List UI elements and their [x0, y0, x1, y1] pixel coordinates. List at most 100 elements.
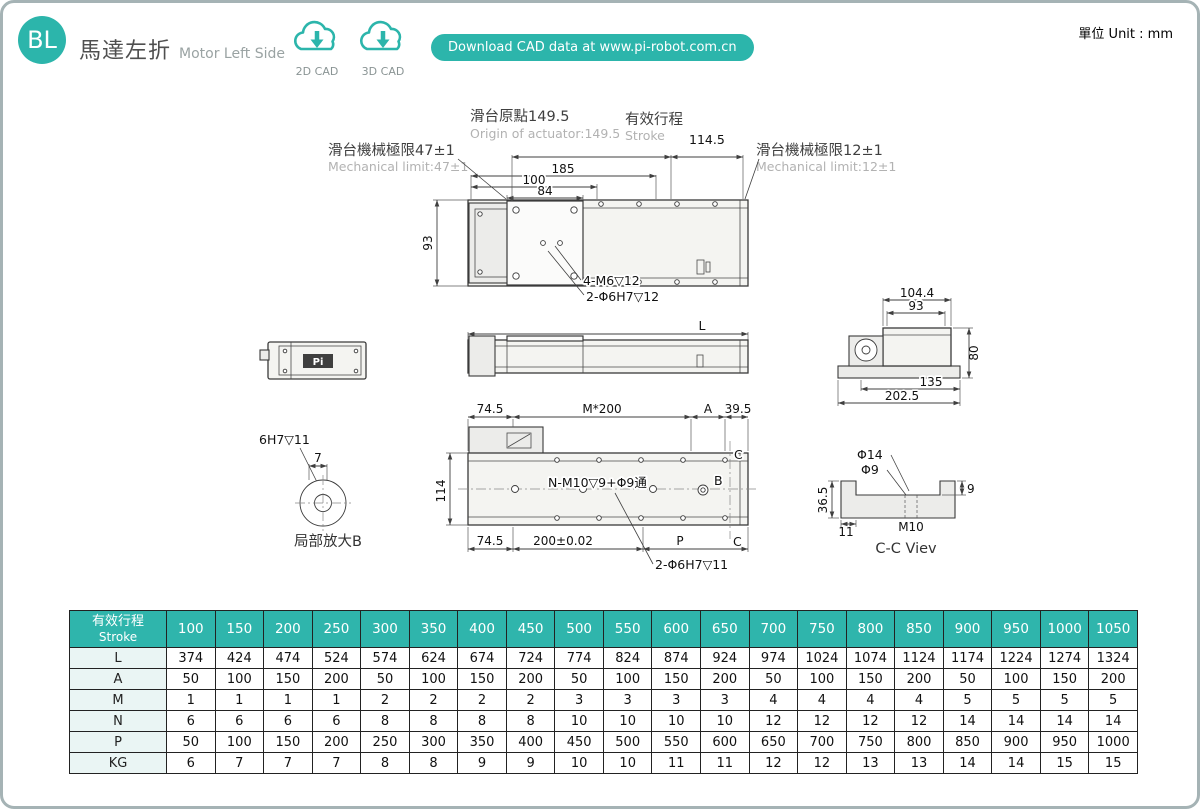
dim-L: L [699, 318, 706, 333]
spec-cell: 8 [457, 710, 507, 732]
stroke-label-zh: 有效行程 [625, 111, 683, 128]
spec-cell: 1 [166, 689, 216, 711]
row-label-P: P [69, 731, 167, 753]
dim-200-tol: 200±0.02 [533, 534, 593, 548]
spec-cell: 50 [748, 668, 799, 690]
spec-cell: 2 [505, 689, 556, 711]
origin-label-zh: 滑台原點149.5 [470, 108, 570, 125]
spec-cell: 9 [457, 752, 507, 774]
spec-cell: 8 [408, 710, 459, 732]
limit-right-en: Mechanical limit:12±1 [756, 159, 896, 174]
spec-cell: 14 [942, 710, 993, 732]
spec-cell: 50 [942, 668, 993, 690]
spec-cell: 13 [894, 752, 944, 774]
section-c-bottom: C [733, 534, 742, 549]
spec-cell: 424 [214, 647, 265, 669]
stroke-col-600: 600 [651, 610, 702, 648]
spec-cell: 750 [845, 731, 896, 753]
cad-download-icons: 2D CAD 3D CAD [294, 20, 404, 78]
spec-cell: 50 [554, 668, 604, 690]
detail-b-view: 6H7▽11 7 局部放大B [259, 432, 362, 550]
spec-cell: 850 [942, 731, 993, 753]
dim-84: 84 [537, 184, 552, 198]
spec-cell: 1074 [845, 647, 896, 669]
dim-185: 185 [552, 162, 575, 176]
note-6h7: 6H7▽11 [259, 432, 310, 447]
end-view: 104.4 93 80 135 202.5 [837, 284, 981, 406]
cad-3d-cloud-icon[interactable] [360, 20, 402, 51]
spec-cell: 1274 [1039, 647, 1090, 669]
spec-cell: 100 [408, 668, 459, 690]
spec-cell: 8 [360, 752, 410, 774]
spec-cell: 550 [651, 731, 702, 753]
spec-cell: 10 [651, 710, 702, 732]
spec-cell: 12 [797, 710, 847, 732]
spec-cell: 14 [942, 752, 993, 774]
spec-cell: 1 [311, 689, 362, 711]
spec-cell: 10 [602, 752, 653, 774]
spec-cell: 150 [845, 668, 896, 690]
spec-cell: 1000 [1088, 731, 1138, 753]
stroke-col-250: 250 [311, 610, 362, 648]
dim-135: 135 [920, 375, 943, 389]
dim-P: P [676, 534, 683, 548]
origin-label-en: Origin of actuator:149.5 [470, 126, 620, 141]
dim-A: A [704, 402, 713, 416]
dim-11: 11 [838, 525, 853, 539]
spec-cell: 14 [1039, 710, 1090, 732]
spec-cell: 624 [408, 647, 459, 669]
spec-cell: 10 [554, 752, 604, 774]
dim-74-5-bottom: 74.5 [477, 534, 504, 548]
spec-cell: 50 [360, 668, 410, 690]
row-label-KG: KG [69, 752, 167, 774]
spec-cell: 12 [748, 752, 799, 774]
model-badge: BL [18, 16, 66, 64]
cad-2d-cloud-icon[interactable] [294, 20, 336, 51]
spec-cell: 12 [797, 752, 847, 774]
stroke-col-1000: 1000 [1039, 610, 1090, 648]
dim-114: 114 [434, 480, 448, 503]
stroke-col-500: 500 [554, 610, 604, 648]
stroke-col-850: 850 [894, 610, 944, 648]
spec-cell: 2 [457, 689, 507, 711]
spec-cell: 774 [554, 647, 604, 669]
title-zh: 馬達左折 [79, 39, 172, 64]
spec-cell: 1 [214, 689, 265, 711]
dim-80: 80 [967, 345, 981, 360]
dim-104-4: 104.4 [900, 286, 934, 300]
top-view-dimensions: 185 100 84 滑台原點149.5 Origin of actuator:… [328, 108, 896, 306]
spec-cell: 3 [602, 689, 653, 711]
spec-cell: 150 [263, 731, 313, 753]
spec-cell: 150 [457, 668, 507, 690]
spec-cell: 10 [554, 710, 604, 732]
stroke-col-550: 550 [602, 610, 653, 648]
spec-cell: 7 [263, 752, 313, 774]
dim-phi9: Φ9 [861, 462, 879, 477]
bottom-view [458, 426, 756, 539]
spec-cell: 15 [1088, 752, 1138, 774]
spec-cell: 150 [263, 668, 313, 690]
note-2-phi6-top: 2-Φ6H7▽12 [586, 289, 659, 304]
spec-cell: 6 [311, 710, 362, 732]
spec-cell: 1174 [942, 647, 993, 669]
stroke-col-700: 700 [748, 610, 799, 648]
dim-93-vert: 93 [421, 235, 435, 250]
spec-cell: 200 [505, 668, 556, 690]
limit-right-zh: 滑台機械極限12±1 [756, 142, 883, 159]
spec-cell: 1224 [991, 647, 1041, 669]
download-cad-button[interactable]: Download CAD data at www.pi-robot.com.cn [431, 34, 754, 61]
dim-39-5: 39.5 [725, 402, 752, 416]
spec-cell: 12 [894, 710, 944, 732]
spec-cell: 450 [554, 731, 604, 753]
stroke-label-en: Stroke [625, 128, 665, 143]
row-label-A: A [69, 668, 167, 690]
spec-cell: 4 [845, 689, 896, 711]
note-4-m6: 4-M6▽12 [583, 273, 640, 288]
spec-cell: 13 [845, 752, 896, 774]
spec-cell: 3 [651, 689, 702, 711]
dim-93-horiz: 93 [908, 299, 923, 313]
top-view [467, 199, 749, 287]
spec-cell: 8 [408, 752, 459, 774]
title-en: Motor Left Side [179, 46, 285, 62]
